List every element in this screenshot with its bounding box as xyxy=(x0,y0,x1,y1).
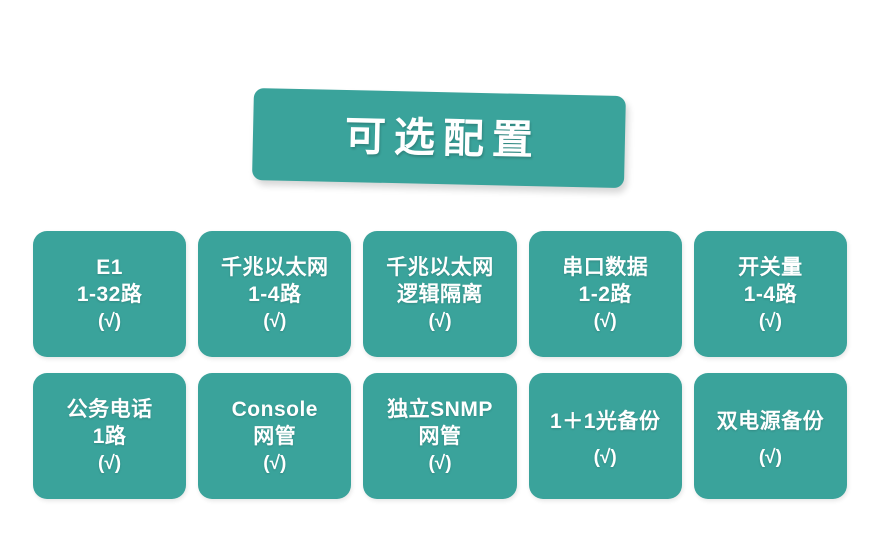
feature-card-line: 开关量 xyxy=(738,256,803,280)
section-banner: 可选配置 xyxy=(251,88,626,189)
feature-card-check: (√) xyxy=(263,310,287,332)
feature-card-row: 公务电话 1路 (√) Console 网管 (√) 独立SNMP 网管 (√)… xyxy=(33,373,848,499)
feature-card-row: E1 1-32路 (√) 千兆以太网 1-4路 (√) 千兆以太网 逻辑隔离 (… xyxy=(33,231,848,357)
feature-card-check: (√) xyxy=(98,310,122,332)
feature-card-check: (√) xyxy=(428,452,452,474)
feature-card[interactable]: 开关量 1-4路 (√) xyxy=(693,231,848,357)
feature-card-line: 双电源备份 xyxy=(716,409,825,433)
feature-card-line: 串口数据 xyxy=(562,256,649,280)
feature-card-line: 千兆以太网 xyxy=(221,256,329,280)
feature-card-line: E1 xyxy=(96,256,123,280)
feature-card-line: 网管 xyxy=(418,425,462,449)
feature-card-check: (√) xyxy=(758,447,782,469)
feature-card-line: 1-32路 xyxy=(76,283,143,307)
feature-card[interactable]: 公务电话 1路 (√) xyxy=(33,373,187,499)
feature-card-line: 1＋1光备份 xyxy=(550,409,661,433)
feature-card-grid: E1 1-32路 (√) 千兆以太网 1-4路 (√) 千兆以太网 逻辑隔离 (… xyxy=(33,231,848,499)
feature-card[interactable]: 千兆以太网 1-4路 (√) xyxy=(198,231,352,357)
feature-card-line: 1-4路 xyxy=(248,283,302,307)
feature-card-line: 1路 xyxy=(92,425,127,449)
feature-card-check: (√) xyxy=(593,447,617,469)
feature-card[interactable]: 串口数据 1-2路 (√) xyxy=(528,231,682,357)
feature-card[interactable]: 千兆以太网 逻辑隔离 (√) xyxy=(363,231,517,357)
feature-card-check: (√) xyxy=(98,452,122,474)
feature-card[interactable]: 1＋1光备份 (√) xyxy=(528,373,682,499)
banner-title: 可选配置 xyxy=(344,112,542,163)
feature-card-line: 独立SNMP xyxy=(387,398,493,422)
feature-card-check: (√) xyxy=(758,310,782,332)
feature-card-check: (√) xyxy=(428,310,452,332)
feature-card-check: (√) xyxy=(263,452,287,474)
feature-card-check: (√) xyxy=(593,310,617,332)
feature-card[interactable]: Console 网管 (√) xyxy=(198,373,352,499)
feature-card[interactable]: E1 1-32路 (√) xyxy=(33,231,187,357)
feature-card[interactable]: 独立SNMP 网管 (√) xyxy=(363,373,517,499)
feature-card-line: Console xyxy=(231,398,318,422)
feature-card-line: 1-2路 xyxy=(578,283,632,307)
feature-card-line: 网管 xyxy=(253,425,297,449)
feature-card-line: 千兆以太网 xyxy=(386,256,494,280)
feature-card-line: 公务电话 xyxy=(66,398,153,422)
feature-card[interactable]: 双电源备份 (√) xyxy=(693,373,848,499)
feature-card-line: 1-4路 xyxy=(743,283,798,307)
feature-card-line: 逻辑隔离 xyxy=(397,283,483,307)
